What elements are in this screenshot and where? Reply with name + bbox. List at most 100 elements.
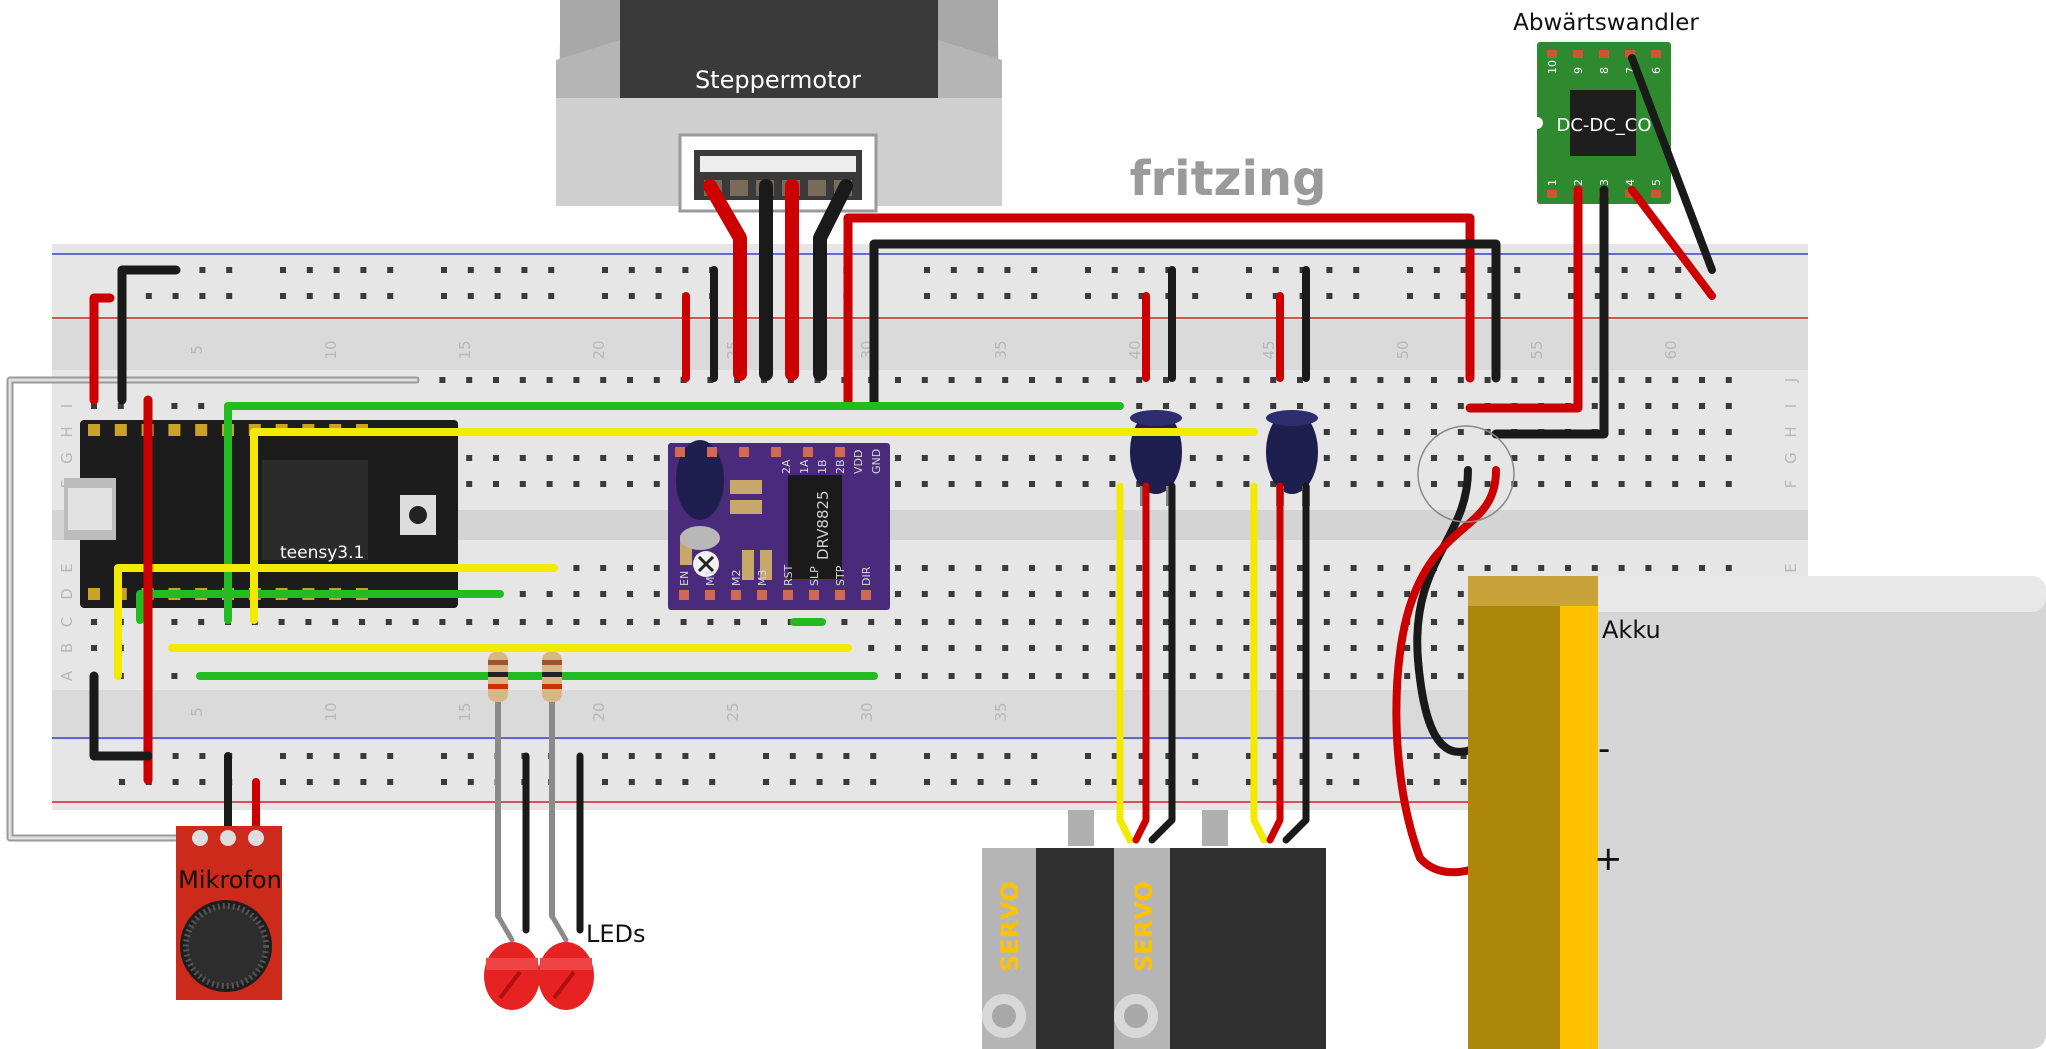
breadboard-hole [519,481,526,487]
breadboard-hole [171,673,178,679]
buck-pin-label: 1 [1546,179,1559,186]
breadboard-hole [117,403,124,409]
buck-label: Abwärtswandler [1513,10,1699,36]
leds-label: LEDs [586,920,646,948]
rail-hole [709,753,716,759]
wires [6,54,1716,943]
breadboard-hole [1699,481,1705,487]
breadboard-hole [519,591,526,597]
rail-hole [306,779,313,785]
teensy-pin [195,424,208,436]
row-letter: F [1782,480,1800,489]
rail-hole [360,267,367,273]
breadboard-hole [1029,619,1035,625]
breadboard-hole [1297,673,1303,679]
breadboard-hole [1431,403,1437,409]
driver-pin-label: SLP [808,566,821,586]
row-letter: J [1782,378,1800,383]
rail-hole [1353,779,1360,785]
breadboard-hole [1082,565,1089,571]
row-letter: D [58,588,76,600]
driver-pin [835,447,845,457]
breadboard-hole [1055,619,1062,625]
breadboard-hole [600,565,607,571]
rail-hole [467,293,474,299]
rail-hole [1272,779,1279,785]
rail-hole [1138,267,1145,273]
breadboard-hole [1109,455,1116,461]
rail-hole [1031,267,1038,273]
breadboard-hole [1109,673,1116,679]
breadboard-hole [948,673,955,679]
fritzing-logo: fritzing [1130,151,1327,207]
breadboard-hole [573,619,580,625]
breadboard-hole [1431,481,1437,487]
rail-hole [1192,267,1199,273]
rail-hole [1272,753,1279,759]
breadboard-hole [1323,591,1330,597]
breadboard-hole [439,619,446,625]
breadboard-hole [1457,645,1464,651]
breadboard-hole [1109,377,1116,383]
breadboard-hole [1618,455,1625,461]
breadboard-hole [171,403,178,409]
breadboard-hole [1457,565,1464,571]
rail-hole [1272,293,1279,299]
rail-hole [306,753,313,759]
breadboard-hole [1645,481,1652,487]
breadboard-hole [546,481,553,487]
breadboard-hole [1457,403,1464,409]
rail-hole [602,293,608,299]
row-letter: E [1782,563,1800,572]
resistor-2 [542,652,562,702]
rail-hole [494,293,501,299]
breadboard-hole [385,619,392,625]
breadboard-hole [466,619,473,625]
battery-pack: Akku - + [1468,576,2046,1049]
breadboard-hole [1565,565,1571,571]
rail-hole [1433,293,1440,299]
breadboard-hole [1350,591,1357,597]
breadboard-hole [546,619,553,625]
breadboard-hole [1431,429,1437,435]
breadboard-hole [1189,673,1196,679]
breadboard-hole [1591,455,1598,461]
breadboard-hole [1538,565,1545,571]
breadboard-hole [1404,645,1411,651]
breadboard-hole [895,481,901,487]
breadboard-hole [1323,455,1330,461]
breadboard-hole [1457,481,1464,487]
rail-hole [1138,753,1145,759]
driver-pin [679,590,689,600]
breadboard-hole [1109,481,1116,487]
rail-hole [628,293,635,299]
row-letter: H [58,426,76,437]
rail-hole [548,293,555,299]
buck-pin-label: 2 [1572,179,1585,186]
breadboard-hole [1109,645,1116,651]
rail-hole [763,753,769,759]
breadboard-hole [1645,429,1652,435]
rail-hole [816,779,823,785]
breadboard-hole [1323,673,1330,679]
rail-hole [172,779,179,785]
breadboard-hole [1243,619,1250,625]
driver-pin [705,590,715,600]
breadboard-hole [1377,403,1384,409]
resistor-1 [488,652,508,702]
rail-hole [1111,293,1118,299]
rail-hole [1621,293,1628,299]
battery-label: Akku [1602,616,1661,644]
breadboard-hole [1672,565,1679,571]
column-number: 5 [188,707,206,717]
driver-pin [739,447,749,457]
breadboard-hole [278,619,285,625]
breadboard-hole [1404,377,1411,383]
rail-hole [199,753,206,759]
breadboard-hole [761,619,767,625]
breadboard-hole [1029,645,1035,651]
breadboard-hole [1404,565,1411,571]
breadboard-hole [1002,591,1009,597]
buck-pin-label: 7 [1624,67,1637,74]
